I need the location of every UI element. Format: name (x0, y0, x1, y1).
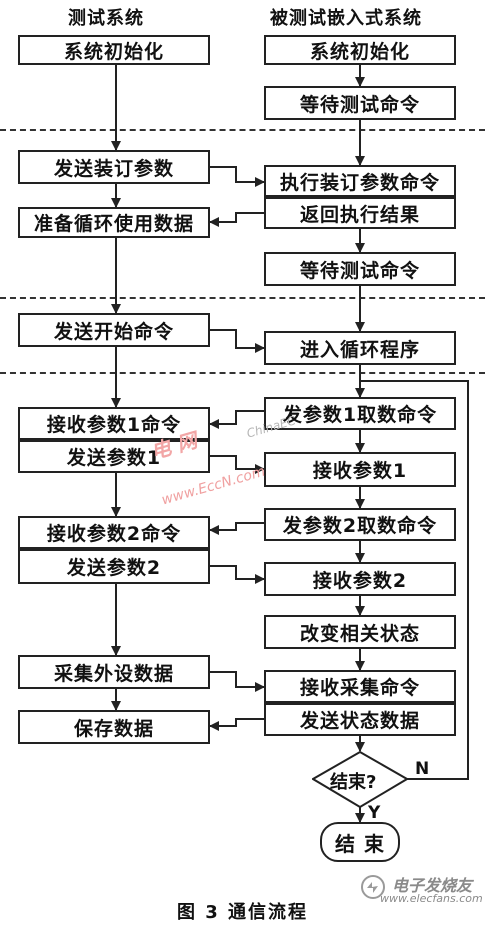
cross-arrow (209, 410, 264, 429)
left-box-collect-peripheral-data: 采集外设数据 (18, 655, 210, 689)
left-box-system-init: 系统初始化 (18, 35, 210, 65)
right-box-wait-test-command: 等待测试命令 (264, 86, 456, 120)
watermark-site-en: www.elecfans.com (380, 892, 483, 905)
right-box-receive-param2: 接收参数2 (264, 562, 456, 596)
right-box-send-param1-fetch: 发参数1取数命令 (264, 397, 456, 430)
right-box-enter-loop: 进入循环程序 (264, 331, 456, 365)
watermark-logo-icon (361, 875, 385, 899)
right-box-receive-param1: 接收参数1 (264, 452, 456, 487)
left-box-send-binding-params: 发送装订参数 (18, 150, 210, 184)
decision-diamond (312, 751, 408, 808)
cross-arrow (208, 565, 265, 584)
loop-back-line (360, 380, 469, 780)
header-test-system: 测试系统 (68, 8, 144, 29)
decision-yes-label: Y (368, 803, 381, 823)
phase-separator (0, 297, 485, 299)
phase-separator (0, 372, 485, 374)
header-embedded-system: 被测试嵌入式系统 (270, 8, 422, 29)
left-box-receive-param2-command: 接收参数2命令 (18, 516, 210, 549)
phase-separator (0, 129, 485, 131)
left-box-send-param1: 发送参数1 (18, 440, 210, 473)
cross-arrow (208, 671, 265, 692)
cross-arrow (208, 166, 265, 187)
left-box-receive-param1-command: 接收参数1命令 (18, 407, 210, 440)
right-box-return-result: 返回执行结果 (264, 197, 456, 229)
left-box-save-data: 保存数据 (18, 710, 210, 744)
right-box-change-state: 改变相关状态 (264, 615, 456, 649)
cross-arrow (209, 718, 264, 731)
right-box-send-param2-fetch: 发参数2取数命令 (264, 508, 456, 541)
cross-arrow (208, 455, 265, 474)
right-box-receive-collect-command: 接收采集命令 (264, 670, 456, 703)
right-box-send-status-data: 发送状态数据 (264, 703, 456, 736)
figure-caption: 图 3 通信流程 (176, 902, 309, 923)
right-box-wait-test-command-2: 等待测试命令 (264, 252, 456, 286)
decision-label: 结束? (330, 772, 377, 793)
left-box-prepare-loop-data: 准备循环使用数据 (18, 207, 210, 238)
cross-arrow (209, 212, 264, 227)
watermark-site-cn: 电子发烧友 (392, 876, 473, 895)
right-box-system-init: 系统初始化 (264, 35, 456, 65)
end-terminal: 结 束 (320, 822, 400, 862)
decision-no-label: N (415, 759, 430, 779)
right-box-execute-binding-command: 执行装订参数命令 (264, 165, 456, 197)
left-box-send-param2: 发送参数2 (18, 549, 210, 584)
left-box-send-start-command: 发送开始命令 (18, 313, 210, 347)
cross-arrow (209, 522, 264, 535)
cross-arrow (208, 329, 265, 353)
